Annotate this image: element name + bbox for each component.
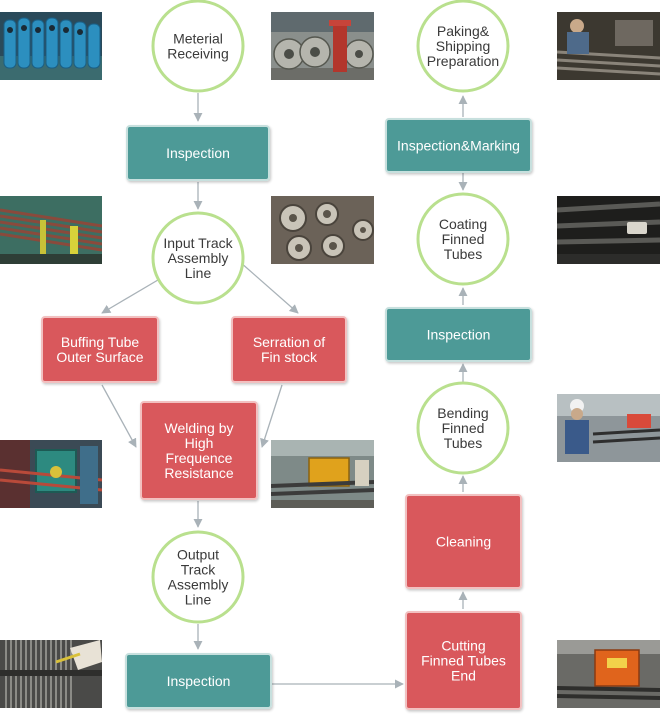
inspection-marking-box bbox=[385, 118, 532, 173]
coating-label-line: Coating bbox=[439, 216, 487, 232]
photo-finned-tube-closeup bbox=[0, 640, 102, 708]
serration-fin-box bbox=[231, 316, 347, 383]
photo-blue-pipes bbox=[0, 12, 102, 80]
tube-rack-photo bbox=[0, 196, 102, 264]
material-receiving-label-line: Meterial bbox=[173, 31, 223, 47]
node-inspection-3: Inspection bbox=[385, 307, 532, 362]
inspection-2-box bbox=[125, 653, 272, 709]
arrow-input-track-to-buffing-tube bbox=[101, 276, 164, 314]
inspection-3-label-line: Inspection bbox=[427, 327, 491, 343]
buffing-tube-box bbox=[41, 316, 159, 383]
output-track-circle bbox=[151, 530, 245, 624]
packing-shipping-label-line: Preparation bbox=[427, 53, 499, 69]
finned-tube-closeup-photo bbox=[0, 640, 102, 708]
inspection-marking-label-line: Inspection&Marking bbox=[397, 138, 520, 154]
assembly-line-photo bbox=[271, 440, 374, 508]
coating-tubes-photo bbox=[557, 196, 660, 264]
welding-label-line: Resistance bbox=[164, 465, 233, 481]
buffing-tube-label-line: Buffing Tube bbox=[61, 334, 140, 350]
arrow-serration-fin-to-welding bbox=[260, 384, 283, 448]
welding-machine-photo bbox=[0, 440, 102, 508]
photo-cutting-machine bbox=[557, 640, 660, 708]
inspection-1-label-line: Inspection bbox=[166, 145, 230, 161]
node-inspection-marking: Inspection&Marking bbox=[385, 118, 532, 173]
cutting-label-line: Cutting bbox=[441, 638, 485, 654]
coating-circle bbox=[416, 192, 510, 286]
cutting-label-line: Finned Tubes bbox=[421, 653, 506, 669]
input-track-label-line: Assembly bbox=[168, 250, 229, 266]
coating-label-line: Finned bbox=[442, 231, 485, 247]
cutting-box bbox=[405, 611, 522, 710]
output-track-label-line: Line bbox=[185, 592, 212, 608]
welding-label-line: Frequence bbox=[166, 450, 233, 466]
inspection-2-label-line: Inspection bbox=[167, 673, 231, 689]
packing-shipping-label-line: Paking& bbox=[437, 23, 490, 39]
fin-roller-machine-photo bbox=[271, 196, 374, 264]
cleaning-box bbox=[405, 494, 522, 589]
photo-fin-rollers bbox=[271, 196, 374, 264]
coating-label-line: Tubes bbox=[444, 246, 482, 262]
welding-label-line: Welding by bbox=[164, 420, 233, 436]
blue-pipe-stack-photo bbox=[0, 12, 102, 80]
serration-fin-label-line: Serration of bbox=[253, 334, 325, 350]
steel-coil-warehouse-photo bbox=[271, 12, 374, 80]
packing-shipping-label-line: Shipping bbox=[436, 38, 491, 54]
cutting-label-line: End bbox=[451, 668, 476, 684]
photo-welding-machine bbox=[0, 440, 102, 508]
inspection-1-box bbox=[126, 125, 270, 181]
bending-label-line: Bending bbox=[437, 405, 488, 421]
material-receiving-circle bbox=[151, 0, 245, 93]
material-receiving-label-line: Receiving bbox=[167, 46, 228, 62]
input-track-label-line: Line bbox=[185, 265, 212, 281]
arrow-buffing-tube-to-welding bbox=[101, 384, 137, 448]
packing-worker-photo bbox=[557, 12, 660, 80]
arrow-input-track-to-serration-fin bbox=[239, 261, 299, 314]
buffing-tube-label-line: Outer Surface bbox=[56, 349, 143, 365]
output-track-label-line: Track bbox=[181, 562, 216, 578]
photo-steel-coils bbox=[271, 12, 374, 80]
output-track-label-line: Assembly bbox=[168, 577, 229, 593]
photo-coating-tubes bbox=[557, 196, 660, 264]
cleaning-label-line: Cleaning bbox=[436, 534, 491, 550]
photo-assembly-line bbox=[271, 440, 374, 508]
bending-label-line: Tubes bbox=[444, 435, 482, 451]
node-cleaning: Cleaning bbox=[405, 494, 522, 589]
welding-label-line: High bbox=[185, 435, 214, 451]
bending-circle bbox=[416, 381, 510, 475]
bending-label-line: Finned bbox=[442, 420, 485, 436]
inspection-3-box bbox=[385, 307, 532, 362]
flow-arrows bbox=[101, 93, 468, 689]
bending-worker-photo bbox=[557, 394, 660, 462]
output-track-label-line: Output bbox=[177, 547, 219, 563]
cutting-machine-photo bbox=[557, 640, 660, 708]
photo-tube-rack bbox=[0, 196, 102, 264]
input-track-circle bbox=[151, 211, 245, 305]
node-inspection-2: Inspection bbox=[125, 653, 272, 709]
packing-shipping-circle bbox=[416, 0, 510, 93]
photo-bending-worker bbox=[557, 394, 660, 462]
photo-packing-worker bbox=[557, 12, 660, 80]
input-track-label-line: Input Track bbox=[163, 235, 233, 251]
welding-box bbox=[140, 401, 258, 500]
serration-fin-label-line: Fin stock bbox=[261, 349, 318, 365]
node-inspection-1: Inspection bbox=[126, 125, 270, 181]
